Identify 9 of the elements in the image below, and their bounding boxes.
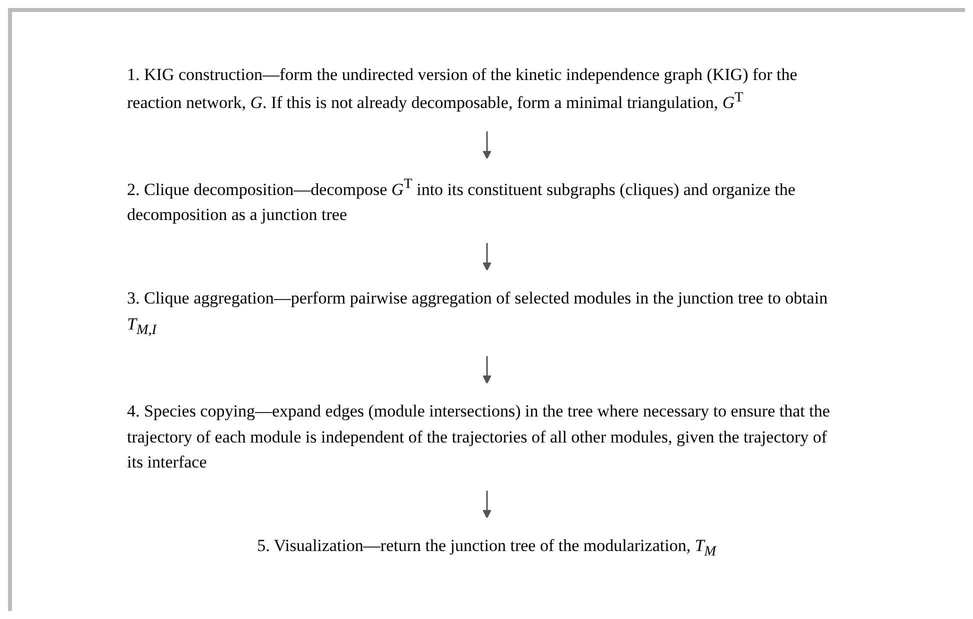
arrow xyxy=(482,242,491,271)
arrow xyxy=(482,356,491,384)
node-text: 3. Clique aggregation—perform pairwise aggregation of selected modules in the junction tree to obtain T$_{M,I}$ xyxy=(126,288,828,338)
node-text: 5. Visualization—return the junction tree of the modularization, T$_{M}$ xyxy=(256,536,716,560)
node-text: 1. KIG construction—form the undirected version of the kinetic independence graph (KIG) for the reaction network, G. If this is not already decomposable, form a minimal triangulation, G$^{T}$ xyxy=(126,65,797,112)
arrow xyxy=(482,490,491,519)
arrow xyxy=(482,130,491,160)
node-text: 2. Clique decomposition—decompose G$^{T}$ into its constituent subgraphs (cliques) and organize the decomposition as a junction tree xyxy=(126,176,795,224)
node-text: 4. Species copying—expand edges (module intersections) in the tree where necessary to ensure that the trajectory of each module is independent of the trajectories of all other modules, given the trajectory of its interface xyxy=(126,402,830,472)
